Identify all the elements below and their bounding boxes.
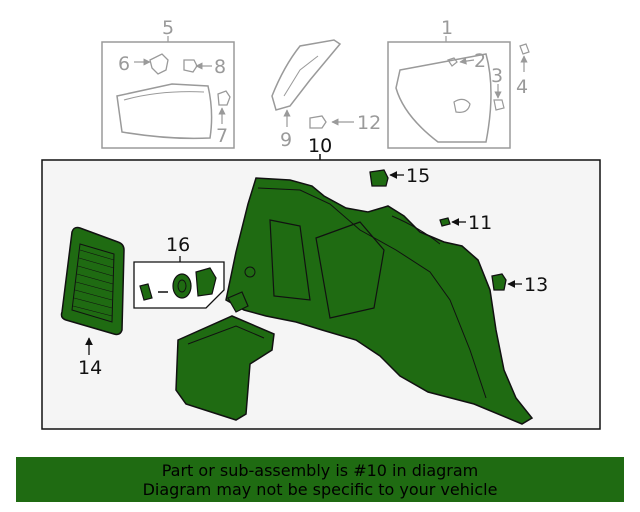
info-banner: Part or sub-assembly is #10 in diagram D… <box>16 457 624 502</box>
callout-9: 9 <box>280 129 292 151</box>
callout-16: 16 <box>166 234 190 256</box>
banner-line-part: Part or sub-assembly is #10 in diagram <box>161 460 479 480</box>
callout-4: 4 <box>516 76 528 98</box>
callout-3: 3 <box>491 65 503 87</box>
part-10-lower-trim[interactable] <box>175 315 275 421</box>
callout-13: 13 <box>524 274 548 296</box>
callout-15: 15 <box>406 165 430 187</box>
callout-5: 5 <box>162 17 174 39</box>
part-14-vent-grille[interactable] <box>60 226 125 356</box>
part-15-clip[interactable] <box>369 169 404 187</box>
part-12-clip[interactable] <box>309 115 354 129</box>
banner-line-disclaimer: Diagram may not be specific to your vehi… <box>142 479 498 499</box>
part-16-fastener-kit[interactable] <box>133 256 225 309</box>
callout-7: 7 <box>216 125 228 147</box>
part-group-1[interactable] <box>387 36 530 149</box>
callout-1: 1 <box>441 17 453 39</box>
part-11-screw[interactable] <box>439 217 466 227</box>
callout-8: 8 <box>214 56 226 78</box>
callout-10: 10 <box>308 135 332 157</box>
parts-diagram: 1 2 3 4 5 6 7 8 9 10 11 12 13 14 15 16 <box>41 17 601 430</box>
part-13-retainer[interactable] <box>491 273 522 291</box>
callout-14: 14 <box>78 357 102 379</box>
part-group-5[interactable] <box>101 36 235 149</box>
callout-11: 11 <box>468 212 492 234</box>
callout-12: 12 <box>357 112 381 134</box>
part-9-trim-piece[interactable] <box>271 39 342 127</box>
callout-6: 6 <box>118 53 130 75</box>
part-10-quarter-trim-panel[interactable] <box>225 177 534 425</box>
callout-2: 2 <box>474 50 486 72</box>
